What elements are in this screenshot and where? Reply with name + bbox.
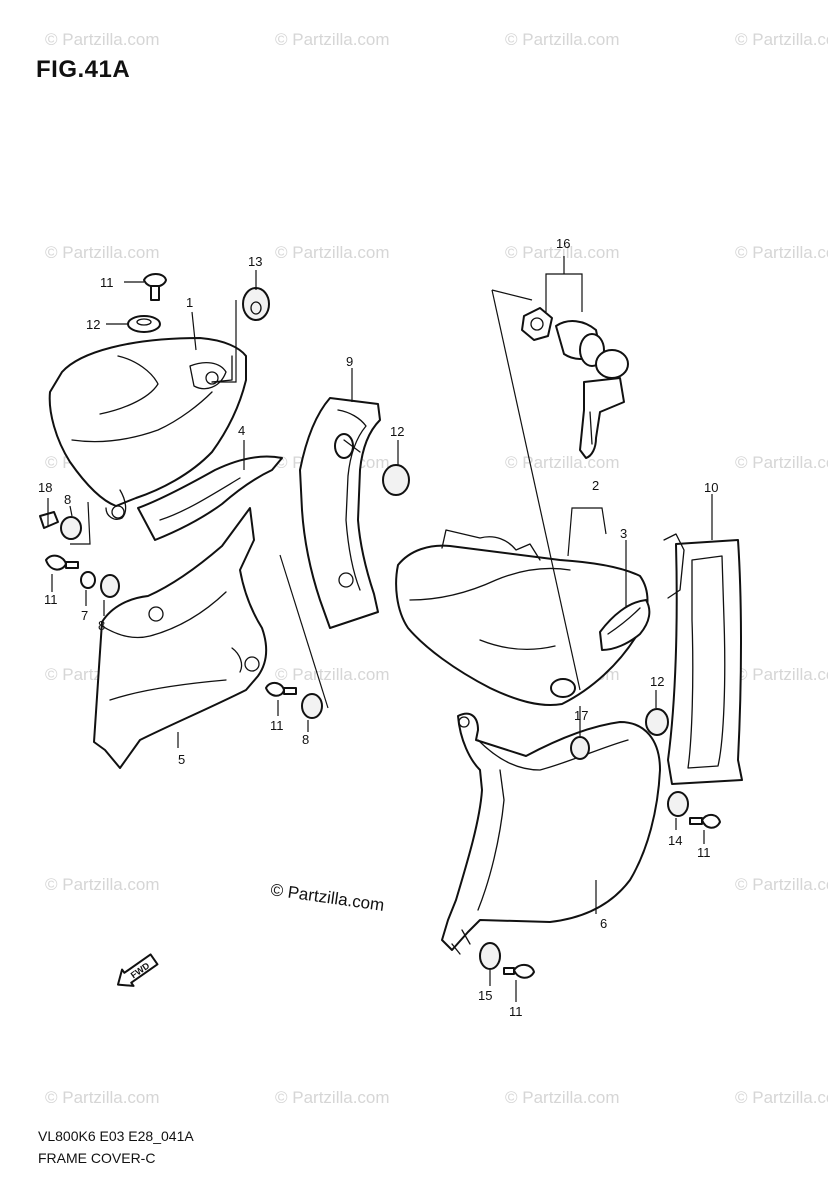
watermark-text: © Partzilla.com bbox=[505, 1088, 620, 1107]
watermark-text: © Partzilla.com bbox=[735, 875, 828, 894]
callout-label: 11 bbox=[697, 845, 711, 860]
callout-label: 12 bbox=[86, 317, 100, 332]
callout-label: 4 bbox=[238, 423, 245, 438]
callout-label: 11 bbox=[270, 718, 284, 733]
figure-name: FRAME COVER-C bbox=[38, 1150, 156, 1166]
callout-label: 8 bbox=[64, 492, 71, 507]
watermark-text: © Partzilla.com bbox=[45, 243, 160, 262]
part-1-frame-cover-upper-left bbox=[48, 337, 247, 520]
watermark-text: © Partzilla.com bbox=[505, 453, 620, 472]
figure-code: VL800K6 E03 E28_041A bbox=[38, 1128, 194, 1144]
part-2-frame-cover-right bbox=[395, 529, 651, 706]
leader-lines bbox=[43, 256, 713, 1002]
callout-label: 11 bbox=[100, 275, 114, 290]
callout-labels: 11 12 1 13 4 18 8 11 7 8 5 9 12 11 8 16 … bbox=[38, 236, 718, 1019]
callout-label: 16 bbox=[556, 236, 570, 251]
part-16-key-set bbox=[521, 307, 629, 459]
watermark-text: © Partzilla.com bbox=[275, 665, 390, 684]
part-4-gasket bbox=[137, 455, 283, 541]
callout-label: 15 bbox=[478, 988, 492, 1003]
callout-label: 12 bbox=[650, 674, 664, 689]
callout-label: 8 bbox=[98, 618, 105, 633]
hardware-pieces bbox=[39, 273, 721, 979]
callout-label: 14 bbox=[668, 833, 682, 848]
watermark-text: © Partzilla.com bbox=[505, 243, 620, 262]
callout-label: 12 bbox=[390, 424, 404, 439]
figure-title: FIG.41A bbox=[36, 56, 131, 83]
callout-label: 5 bbox=[178, 752, 185, 767]
watermark-text: © Partzilla.com bbox=[275, 1088, 390, 1107]
callout-label: 8 bbox=[302, 732, 309, 747]
fwd-arrow-icon: FWD bbox=[116, 953, 159, 987]
part-9-bracket bbox=[299, 397, 381, 629]
callout-label: 13 bbox=[248, 254, 262, 269]
part-6-frame-cover-lower-right bbox=[441, 712, 661, 955]
watermark-text: © Partzilla.com bbox=[275, 30, 390, 49]
watermark-text: © Partzilla.com bbox=[45, 30, 160, 49]
copyright-text: © Partzilla.com bbox=[269, 880, 385, 915]
part-5-frame-cover-lower-left bbox=[93, 507, 268, 769]
watermark-text: © Partzilla.com bbox=[45, 875, 160, 894]
part-10-trim-strip bbox=[663, 533, 743, 785]
watermark-text: © Partzilla.com bbox=[735, 30, 828, 49]
watermark-text: © Partzilla.com bbox=[735, 453, 828, 472]
watermark-text: © Partzilla.com bbox=[735, 243, 828, 262]
callout-label: 9 bbox=[346, 354, 353, 369]
watermark-text: © Partzilla.com bbox=[735, 665, 828, 684]
callout-label: 11 bbox=[44, 592, 58, 607]
callout-label: 18 bbox=[38, 480, 52, 495]
callout-label: 2 bbox=[592, 478, 599, 493]
callout-label: 3 bbox=[620, 526, 627, 541]
watermark-text: © Partzilla.com bbox=[45, 1088, 160, 1107]
callout-label: 10 bbox=[704, 480, 718, 495]
callout-label: 11 bbox=[509, 1004, 523, 1019]
watermark-text: © Partzilla.com bbox=[275, 243, 390, 262]
watermark-text: © Partzilla.com bbox=[735, 1088, 828, 1107]
callout-label: 17 bbox=[574, 708, 588, 723]
callout-label: 7 bbox=[81, 608, 88, 623]
callout-label: 1 bbox=[186, 295, 193, 310]
callout-label: 6 bbox=[600, 916, 607, 931]
watermark-text: © Partzilla.com bbox=[505, 30, 620, 49]
